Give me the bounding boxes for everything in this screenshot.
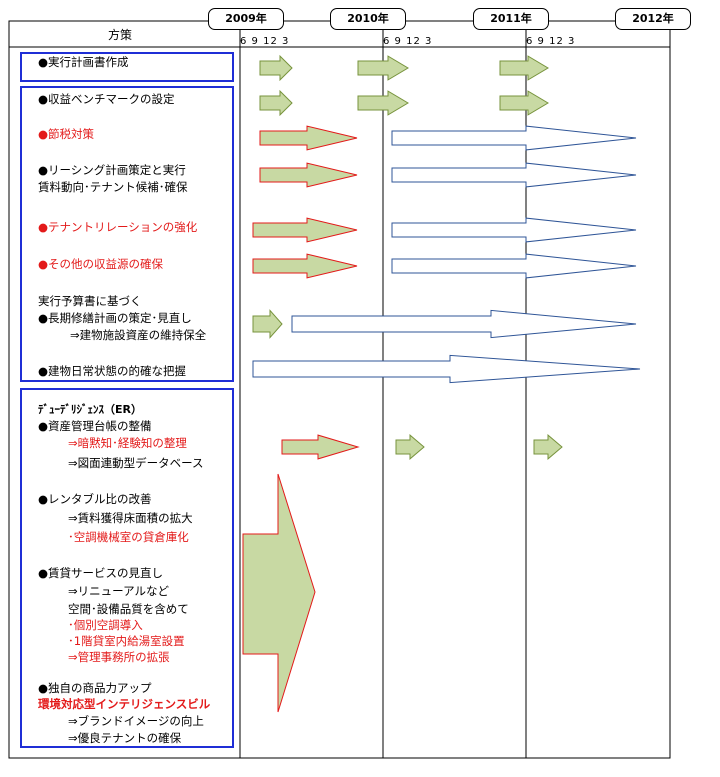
month-ticks-2011: 6 9 12 3 — [526, 36, 576, 47]
arrow-tax-continued — [391, 125, 637, 151]
item-product-c: ⇒優良テナントの確保 — [68, 731, 182, 745]
item-product-a: 環境対応型インテリジェンスビル — [38, 697, 211, 711]
arrow-leasing-2009 — [259, 162, 358, 188]
group-box-due-diligence — [20, 388, 234, 748]
item-budget-3: ⇒建物施設資産の維持保全 — [70, 328, 207, 342]
item-tax: ●節税対策 — [38, 127, 95, 141]
item-daily: ●建物日常状態の的確な把握 — [38, 364, 187, 378]
group-box-planning — [20, 52, 234, 82]
item-service-b: 空間･設備品質を含めて — [68, 602, 189, 616]
arrow-benchmark-2010 — [357, 90, 409, 116]
item-ledger: ●資産管理台帳の整備 — [38, 419, 152, 433]
arrow-tax-2009 — [259, 125, 358, 151]
arrow-ledger-2009 — [281, 434, 360, 460]
item-leasing-2: 賃料動向･テナント候補･確保 — [38, 180, 188, 194]
year-2009-label: 2009年 — [208, 8, 284, 30]
arrow-tenant-continued — [391, 217, 637, 243]
arrow-other-2009 — [252, 253, 358, 279]
item-service-c: ･個別空調導入 — [68, 618, 143, 632]
arrow-benchmark-2009 — [259, 89, 293, 117]
arrow-daily-state — [252, 354, 641, 384]
item-service-e: ⇒管理事務所の拡張 — [68, 650, 170, 664]
item-service: ●賃貸サービスの見直し — [38, 566, 164, 580]
arrow-ledger-2010 — [395, 434, 425, 460]
item-tenant-relation: ●テナントリレーションの強化 — [38, 220, 198, 234]
item-product-b: ⇒ブランドイメージの向上 — [68, 714, 204, 728]
arrow-plan-2009 — [259, 54, 293, 82]
item-service-d: ･1階貸室内給湯室設置 — [68, 634, 185, 648]
year-2010-label: 2010年 — [330, 8, 406, 30]
arrow-repair-continued — [291, 309, 637, 339]
arrow-tenant-2009 — [252, 217, 358, 243]
group-box-revenue — [20, 86, 234, 382]
arrow-improvement-large — [242, 473, 316, 713]
item-service-a: ⇒リニューアルなど — [68, 584, 170, 598]
measures-header: 方策 — [108, 28, 133, 42]
item-rentable: ●レンタブル比の改善 — [38, 492, 152, 506]
month-ticks-2010: 6 9 12 3 — [383, 36, 433, 47]
item-budget-1: 実行予算書に基づく — [38, 294, 142, 308]
item-rentable-a: ⇒賃料獲得床面積の拡大 — [68, 511, 193, 525]
item-other-revenue: ●その他の収益源の確保 — [38, 257, 164, 271]
arrow-ledger-2011 — [533, 434, 563, 460]
dd-title: ﾃﾞｭｰﾃﾞﾘｼﾞｪﾝｽ（ER） — [38, 403, 142, 416]
item-rentable-b: ･空調機械室の貸倉庫化 — [68, 530, 189, 544]
item-budget-2: ●長期修繕計画の策定･見直し — [38, 311, 192, 325]
year-2011-label: 2011年 — [473, 8, 549, 30]
item-product: ●独自の商品力アップ — [38, 681, 152, 695]
arrow-plan-2010 — [357, 55, 409, 81]
arrow-other-continued — [391, 253, 637, 279]
arrow-plan-2011 — [499, 55, 549, 81]
item-ledger-a: ⇒暗黙知･経験知の整理 — [68, 436, 187, 450]
item-ledger-b: ⇒図面連動型データベース — [68, 456, 204, 470]
month-ticks-2009: 6 9 12 3 — [240, 36, 290, 47]
item-leasing-1: ●リーシング計画策定と実行 — [38, 163, 186, 177]
arrow-repair-2009 — [252, 309, 283, 339]
item-benchmark: ●収益ベンチマークの設定 — [38, 92, 175, 106]
year-2012-label: 2012年 — [615, 8, 691, 30]
arrow-benchmark-2011 — [499, 90, 549, 116]
item-plan-doc: ●実行計画書作成 — [38, 55, 129, 69]
arrow-leasing-continued — [391, 162, 637, 188]
